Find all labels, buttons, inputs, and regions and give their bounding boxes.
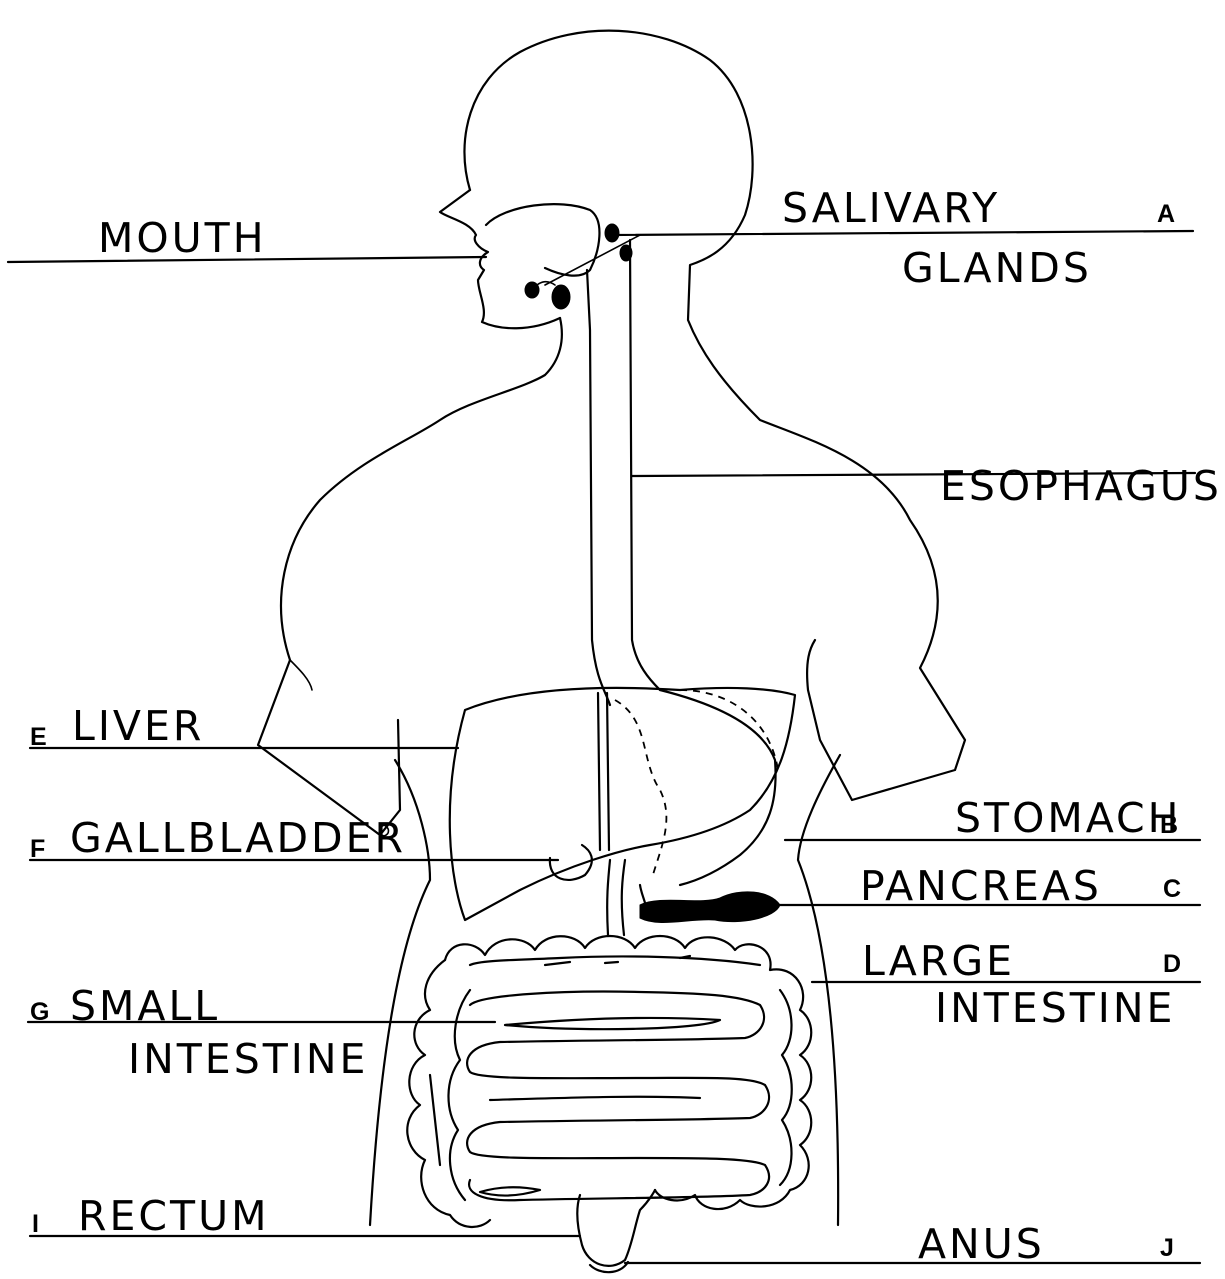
labels: MOUTH SALIVARY GLANDS ESOPHAGUS LIVER GA… — [70, 184, 1222, 1268]
letter-c: C — [1163, 875, 1181, 903]
label-liver: LIVER — [72, 702, 204, 750]
pancreas — [640, 885, 780, 923]
face-profile — [440, 190, 560, 328]
label-large: LARGE — [862, 937, 1015, 985]
label-pancreas: PANCREAS — [860, 862, 1102, 910]
label-anus: ANUS — [918, 1220, 1045, 1268]
label-rectum: RECTUM — [78, 1192, 269, 1240]
label-intestine-left: INTESTINE — [128, 1035, 368, 1083]
letter-g: G — [30, 998, 49, 1026]
neck-front — [258, 318, 562, 835]
label-glands: GLANDS — [902, 244, 1092, 292]
letter-f: F — [30, 835, 45, 863]
letter-a: A — [1157, 200, 1175, 228]
letter-j: J — [1160, 1234, 1174, 1262]
label-stomach: STOMACH — [955, 794, 1182, 842]
letter-d: D — [1163, 950, 1181, 978]
salivary-glands — [525, 224, 640, 309]
head-outline — [464, 31, 965, 800]
rectum — [577, 1190, 655, 1272]
label-esophagus: ESOPHAGUS — [940, 462, 1222, 510]
letter-b: B — [1160, 811, 1178, 839]
label-salivary: SALIVARY — [782, 184, 1000, 232]
letter-i: I — [32, 1210, 39, 1238]
label-intestine-right: INTESTINE — [935, 984, 1175, 1032]
small-intestine — [467, 956, 769, 1200]
chest-line — [290, 660, 312, 690]
esophagus — [587, 240, 660, 705]
torso-right — [798, 755, 840, 1225]
label-small: SMALL — [70, 982, 220, 1030]
label-gallbladder: GALLBLADDER — [70, 814, 406, 862]
label-mouth: MOUTH — [98, 214, 267, 262]
letter-e: E — [30, 723, 47, 751]
